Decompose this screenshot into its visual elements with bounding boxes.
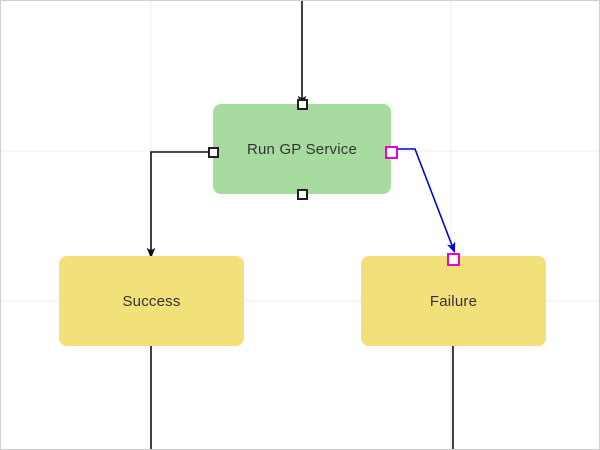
connection-handle-run-gp-service-bottom[interactable] (296, 188, 308, 200)
node-run-gp-service[interactable]: Run GP Service (213, 104, 391, 194)
connection-handle-inner (388, 149, 394, 155)
connection-handle-run-gp-service-right[interactable] (384, 145, 398, 159)
connection-handle-run-gp-service-top[interactable] (296, 98, 308, 110)
node-success[interactable]: Success (59, 256, 244, 346)
connection-handle-inner (450, 256, 456, 262)
node-label-failure: Failure (429, 292, 478, 310)
connection-handle-failure-top[interactable] (446, 252, 460, 266)
connection-handle-run-gp-service-left[interactable] (207, 146, 219, 158)
node-label-success: Success (122, 292, 181, 310)
node-failure[interactable]: Failure (361, 256, 546, 346)
node-label-run-gp-service: Run GP Service (246, 140, 358, 158)
